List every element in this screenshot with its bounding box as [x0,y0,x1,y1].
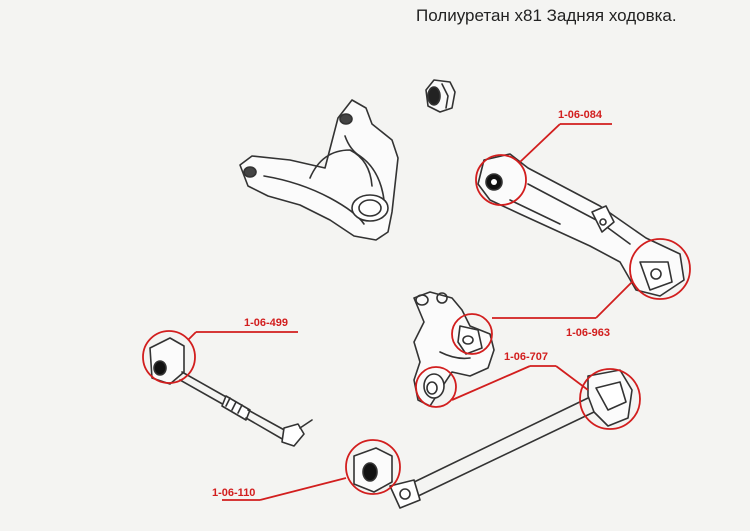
part-label-084: 1-06-084 [558,109,603,121]
part-label-110: 1-06-110 [212,487,255,499]
callout-circle-963a [629,238,691,300]
callout-circle-707b [579,368,641,430]
loose-bushing [425,79,456,113]
callout-leader-084 [519,123,561,163]
callout-circle-707a [415,366,457,408]
callouts [142,123,691,501]
part-label-499: 1-06-499 [244,317,288,329]
upper-control-arm [239,99,399,241]
part-label-707: 1-06-707 [504,351,548,363]
callout-leader-110 [259,477,347,501]
callout-circle-084 [475,154,527,206]
lower-link-arm [389,369,633,509]
part-label-963: 1-06-963 [566,327,610,339]
callout-circle-963b [451,313,493,355]
lateral-link-arm [477,153,685,297]
callout-circle-110 [345,439,401,495]
callout-leader-963 [595,281,633,319]
diagram-title: Полиуретан х81 Задняя ходовка. [416,6,677,25]
callout-leader-707 [451,365,531,401]
bushing-110 [353,447,393,493]
callout-leader-499 [187,331,197,341]
toe-link [149,337,313,447]
hub-knuckle [413,291,495,407]
callout-circle-499 [142,330,196,384]
